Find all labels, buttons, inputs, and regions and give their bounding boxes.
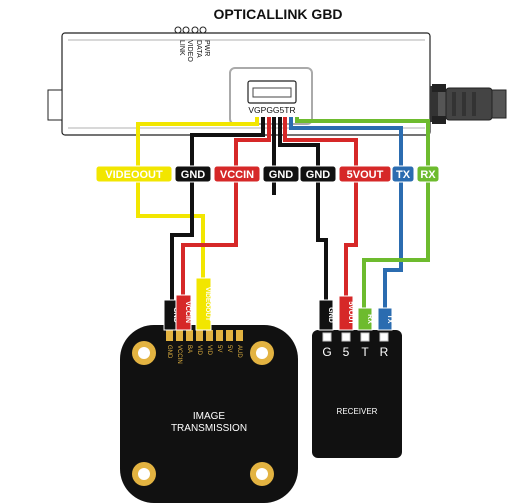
label-gnd-3: GND [299,165,337,183]
receiver-title: RECEIVER [337,407,378,416]
svg-text:VID: VID [196,345,202,356]
svg-text:TX: TX [396,169,411,181]
label-gnd-1: GND [174,165,212,183]
label-gnd-2: GND [262,165,300,183]
led-indicators: LINK VIDEO DATA PWR [174,26,210,62]
svg-text:5V: 5V [226,345,232,352]
svg-text:GND: GND [181,169,206,181]
image-transmission-module: GND VCCIN BA VID VID 5V 5V AUD IMAGE TRA… [120,325,298,503]
port-label: VGPGG5TR [248,105,295,115]
svg-text:VID: VID [206,345,212,356]
image-module-plugs: GND VCCIN VIDEOOUT [163,277,212,331]
label-rx: RX [416,165,440,183]
plug-videoout: VIDEOOUT [204,287,211,321]
plug-5vout: 5VOUT [347,301,354,325]
led-label-pwr: PWR [203,40,210,56]
svg-text:T: T [361,345,369,359]
svg-text:VCCIN: VCCIN [220,169,254,181]
image-module-title-2: TRANSMISSION [171,423,247,434]
label-tx: TX [391,165,415,183]
plug-vccin: VCCIN [184,301,191,323]
image-module-title-1: IMAGE [193,411,226,422]
svg-text:RX: RX [420,169,436,181]
svg-text:GND: GND [269,169,294,181]
label-vccin: VCCIN [213,165,261,183]
wire-gnd-receiver [278,117,328,300]
label-videoout: VIDEOOUT [95,165,173,183]
label-5vout: 5VOUT [338,165,392,183]
wire-vccin [181,117,271,310]
led-label-video: VIDEO [186,40,193,62]
wire-tx [289,117,403,310]
wire-gnd-image [170,117,265,310]
plug-rx-gnd: GND [327,307,334,323]
led-label-data: DATA [195,40,202,58]
svg-text:5V: 5V [216,345,222,352]
connector-port: VGPGG5TR [229,67,313,125]
signal-labels: VIDEOOUT GND VCCIN GND GND 5VOUT TX RX [95,165,440,183]
svg-text:GND: GND [306,169,331,181]
svg-text:5VOUT: 5VOUT [347,169,384,181]
svg-text:GND: GND [166,345,172,359]
device-title: OPTICALLINK GBD [213,6,342,22]
receiver-plugs: GND 5VOUT RX TX [318,295,393,331]
svg-text:R: R [380,345,389,359]
wire-rx [295,117,430,310]
receiver-pin-labels: G 5 T R [322,345,388,359]
bnc-connector-top [432,84,446,124]
svg-text:5: 5 [343,345,350,359]
svg-text:VIDEOOUT: VIDEOOUT [105,169,163,181]
plug-rx: RX [366,314,373,324]
svg-text:G: G [322,345,331,359]
svg-text:VCCIN: VCCIN [176,345,182,364]
fiber-connector-right [430,86,507,122]
image-module-pins [166,330,243,341]
receiver-module: G 5 T R RECEIVER [312,330,402,458]
plug-tx: TX [386,315,393,324]
svg-text:BA: BA [186,345,192,353]
led-label-link: LINK [178,40,185,56]
wires [136,117,430,310]
svg-text:AUD: AUD [236,345,242,358]
image-module-pin-labels: GND VCCIN BA VID VID 5V 5V AUD [166,345,242,364]
wire-5vout [283,117,358,300]
receiver-pins [322,332,389,342]
